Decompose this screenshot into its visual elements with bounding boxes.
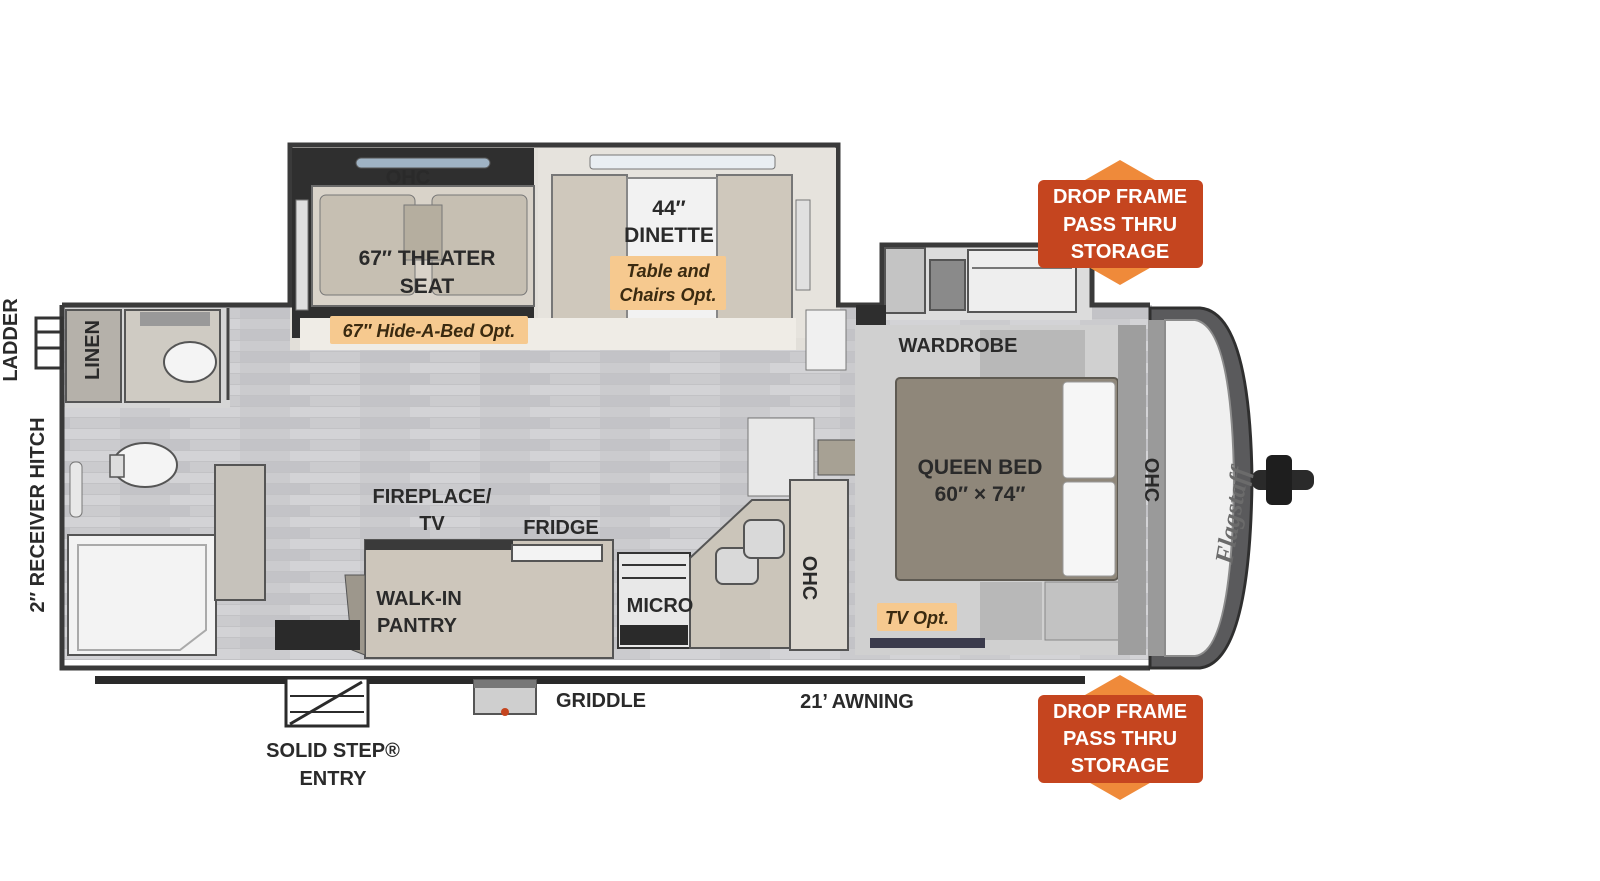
label-theater-seat: 67″ THEATER [359, 247, 496, 270]
label-receiver-hitch: 2″ RECEIVER HITCH [27, 417, 49, 612]
label-dinette-size: 44″ [652, 197, 685, 220]
option-tag-table-chairs: Table and Chairs Opt. [610, 256, 726, 310]
griddle [473, 679, 537, 716]
storage-badge-top: DROP FRAME PASS THRU STORAGE [1038, 160, 1203, 285]
label-theater-seat-2: SEAT [400, 275, 455, 298]
label-griddle: GRIDDLE [556, 690, 646, 712]
entry-steps [284, 676, 370, 728]
label-micro: MICRO [627, 595, 694, 617]
label-ohc-slide: OHC [386, 167, 430, 189]
label-queen-bed: QUEEN BED [918, 456, 1043, 479]
svg-text:PASS THRU: PASS THRU [1063, 728, 1177, 750]
label-queen-size: 60″ × 74″ [935, 483, 1026, 506]
label-fireplace: FIREPLACE/ [373, 486, 492, 508]
label-linen: LINEN [82, 320, 104, 380]
svg-text:67″ Hide-A-Bed Opt.: 67″ Hide-A-Bed Opt. [343, 321, 516, 341]
sink [163, 341, 217, 383]
bedroom [855, 325, 1146, 655]
shower [67, 534, 217, 656]
svg-text:STORAGE: STORAGE [1071, 241, 1170, 263]
option-tag-hide-a-bed: 67″ Hide-A-Bed Opt. [330, 316, 528, 344]
label-ohc-front: OHC [1140, 458, 1162, 502]
kitchen-sink-2 [743, 519, 785, 559]
label-walkin: WALK-IN [376, 588, 462, 610]
svg-text:STORAGE: STORAGE [1071, 755, 1170, 777]
svg-text:Table and: Table and [626, 261, 710, 281]
kitchen [275, 417, 859, 659]
label-ohc-kitchen: OHC [798, 556, 820, 600]
label-dinette: DINETTE [624, 224, 714, 247]
label-ladder: LADDER [0, 298, 22, 382]
linen-cabinet [65, 309, 122, 403]
label-pantry: PANTRY [377, 615, 458, 637]
option-tag-tv: TV Opt. [877, 603, 957, 631]
bathroom [65, 308, 266, 656]
svg-text:Chairs Opt.: Chairs Opt. [619, 285, 716, 305]
theater-seat [292, 148, 535, 338]
label-fireplace-tv: TV [419, 513, 445, 535]
label-solid-step: SOLID STEP® [266, 740, 400, 762]
svg-text:DROP FRAME: DROP FRAME [1053, 186, 1187, 208]
front-cap: Flagstaff [1148, 306, 1314, 670]
label-awning: 21’ AWNING [800, 691, 914, 713]
svg-text:DROP FRAME: DROP FRAME [1053, 701, 1187, 723]
label-fridge: FRIDGE [523, 517, 599, 539]
label-wardrobe: WARDROBE [899, 335, 1018, 357]
ladder [34, 316, 64, 370]
fridge [511, 544, 603, 562]
svg-text:PASS THRU: PASS THRU [1063, 214, 1177, 236]
storage-badge-bottom: DROP FRAME PASS THRU STORAGE [1038, 675, 1203, 800]
svg-text:TV Opt.: TV Opt. [885, 608, 949, 628]
label-entry: ENTRY [299, 768, 367, 790]
